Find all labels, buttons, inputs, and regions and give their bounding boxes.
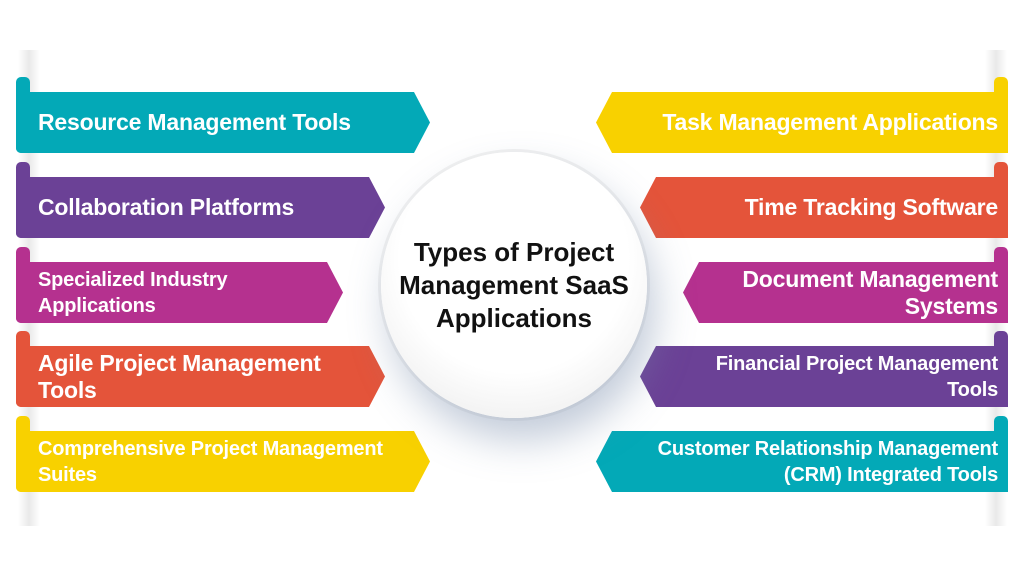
arrow-banner: Document Management Systems [683,262,1008,323]
left-category-1: Resource Management Tools [16,77,430,153]
right-category-3: Document Management Systems [683,247,1008,323]
arrow-banner: Resource Management Tools [16,92,430,153]
category-label: Task Management Applications [662,109,998,135]
arrow-banner: Collaboration Platforms [16,177,385,238]
arrow-banner: Agile Project Management Tools [16,346,385,407]
category-label: Comprehensive Project Management Suites [38,437,383,486]
category-label: Document Management Systems [742,265,998,319]
arrow-banner: Financial Project Management Tools [640,346,1008,407]
center-title: Types of Project Management SaaS Applica… [399,236,629,333]
category-label: Resource Management Tools [38,109,351,135]
category-label: Customer Relationship Management (CRM) I… [657,437,999,486]
category-label: Agile Project Management Tools [38,349,321,403]
category-label: Collaboration Platforms [38,194,295,220]
left-category-5: Comprehensive Project Management Suites [16,416,430,492]
arrow-banner: Customer Relationship Management (CRM) I… [596,431,1008,492]
right-category-5: Customer Relationship Management (CRM) I… [596,416,1008,492]
right-category-2: Time Tracking Software [640,162,1008,238]
category-label: Financial Project Management Tools [715,352,998,401]
left-category-4: Agile Project Management Tools [16,331,385,407]
arrow-banner: Specialized Industry Applications [16,262,343,323]
category-label: Time Tracking Software [744,194,999,220]
arrow-banner: Comprehensive Project Management Suites [16,431,430,492]
center-circle: Types of Project Management SaaS Applica… [381,152,647,418]
left-category-2: Collaboration Platforms [16,162,385,238]
category-label: Specialized Industry Applications [38,268,228,317]
arrow-banner: Task Management Applications [596,92,1008,153]
right-category-4: Financial Project Management Tools [640,331,1008,407]
right-category-1: Task Management Applications [596,77,1008,153]
arrow-banner: Time Tracking Software [640,177,1008,238]
left-category-3: Specialized Industry Applications [16,247,343,323]
